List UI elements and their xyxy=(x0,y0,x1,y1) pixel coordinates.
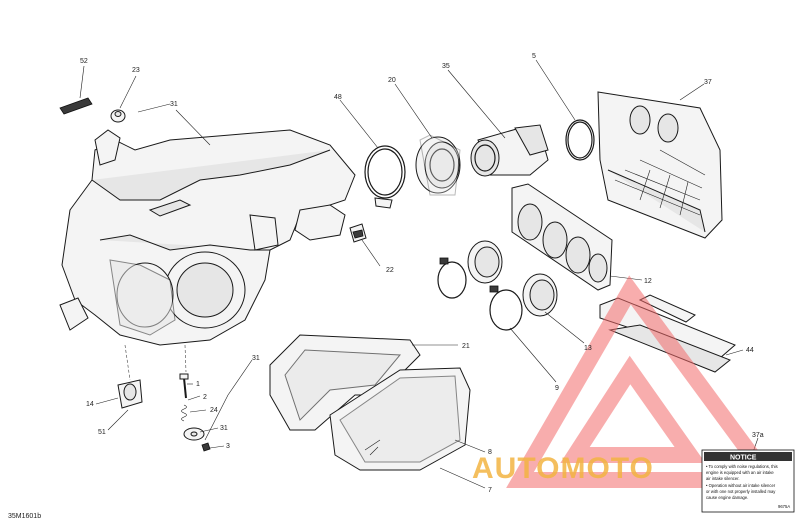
callout-8: 8 xyxy=(488,449,492,456)
airbox-cover-37 xyxy=(597,91,723,239)
callout-44: 44 xyxy=(746,347,754,354)
callout-5: 5 xyxy=(532,53,536,60)
callout-13: 13 xyxy=(584,345,592,352)
airbox-housing xyxy=(59,129,356,346)
watermark: AUTOMOTO xyxy=(472,275,786,488)
watermark-text: AUTOMOTO xyxy=(472,452,654,485)
callout-23: 23 xyxy=(132,67,140,74)
callout-37: 37 xyxy=(704,79,712,86)
boot-upper-left xyxy=(467,240,503,284)
callout-1: 1 xyxy=(196,381,200,388)
notice-line: or with one not properly installed may xyxy=(706,489,776,494)
callout-9: 9 xyxy=(555,385,559,392)
callout-21: 21 xyxy=(462,343,470,350)
callout-52: 52 xyxy=(80,58,88,65)
callout-35: 35 xyxy=(442,63,450,70)
callout-12: 12 xyxy=(644,278,652,285)
bracket-14 xyxy=(117,379,143,409)
notice-code: 9675A xyxy=(778,504,790,509)
callout-14: 14 xyxy=(86,401,94,408)
callout-31: 31 xyxy=(170,101,178,108)
clamp-upper-left xyxy=(437,257,467,299)
nut-3 xyxy=(201,442,211,452)
intake-tube-35 xyxy=(470,124,549,177)
adapter-20 xyxy=(415,134,461,196)
air-filter-8 xyxy=(329,367,471,471)
airbox-lower-21 xyxy=(269,334,421,431)
notice-label: NOTICE • To comply with noise regulation… xyxy=(701,449,795,513)
callout-37a: 37a xyxy=(752,432,764,439)
callout-31: 31 xyxy=(252,355,260,362)
callout-7: 7 xyxy=(488,487,492,494)
clip-22 xyxy=(349,223,367,243)
notice-line: cause engine damage. xyxy=(706,495,748,500)
notice-title: NOTICE xyxy=(730,455,757,462)
callout-3: 3 xyxy=(226,443,230,450)
o-ring-5 xyxy=(565,119,595,161)
spring-24 xyxy=(181,404,187,422)
clamp-lower-9 xyxy=(489,285,523,331)
callout-24: 24 xyxy=(210,407,218,414)
callout-48: 48 xyxy=(334,94,342,101)
callout-31: 31 xyxy=(220,425,228,432)
leader-lines xyxy=(79,59,759,489)
callout-labels: 52 23 31 48 20 35 5 37 22 12 13 9 44 21 … xyxy=(80,53,764,494)
clamp-48 xyxy=(364,145,406,209)
boot-lower-13 xyxy=(522,273,558,317)
label-decal-52 xyxy=(59,97,93,115)
notice-line: • To comply with noise regulations, this xyxy=(706,464,778,469)
notice-line: air intake silencer. xyxy=(706,476,740,481)
callout-51: 51 xyxy=(98,429,106,436)
screw-1 xyxy=(179,373,189,399)
notice-line: engine is equipped with an air intake xyxy=(706,470,774,475)
notice-line: • Operation without air intake silencer xyxy=(706,483,776,488)
callout-2: 2 xyxy=(203,394,207,401)
callout-22: 22 xyxy=(386,267,394,274)
washer-31 xyxy=(183,427,205,441)
callout-20: 20 xyxy=(388,77,396,84)
grommet-23 xyxy=(110,109,126,123)
figure-code: 35M1601b xyxy=(8,513,41,520)
adapter-plate-12 xyxy=(511,183,613,291)
